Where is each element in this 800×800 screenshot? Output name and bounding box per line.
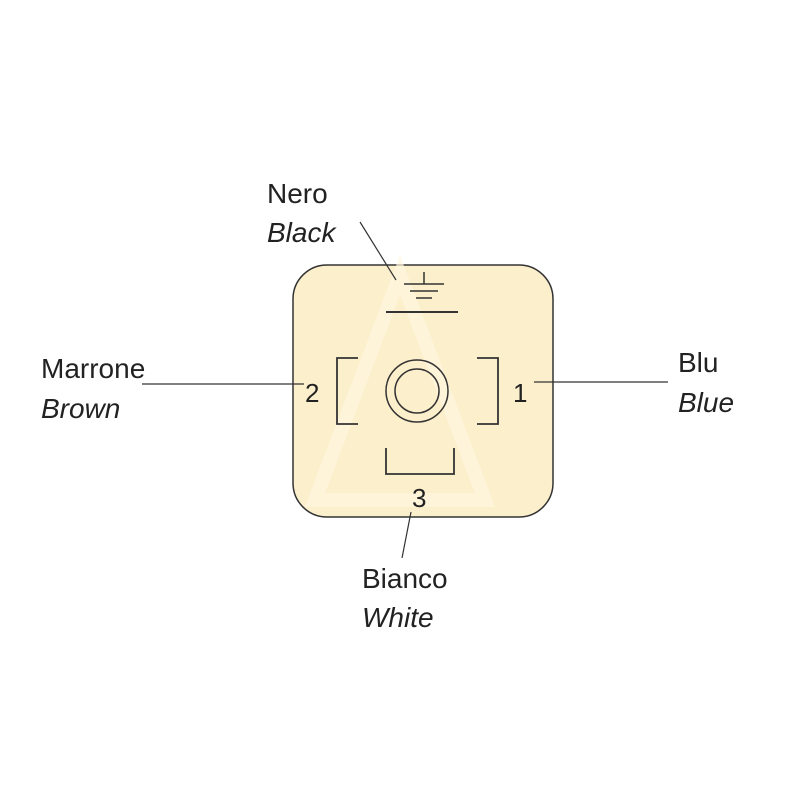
center-pin-inner — [394, 368, 440, 414]
watermark-triangle — [304, 255, 496, 507]
pin1-label-italian: Blu — [678, 347, 718, 378]
pin1-number: 1 — [513, 378, 527, 408]
pin1-label-english: Blue — [678, 387, 734, 418]
pin2-label-italian: Marrone — [41, 353, 145, 384]
pin3-leader-line — [401, 511, 412, 559]
pin3-contact-bracket — [385, 448, 455, 475]
pin3-label-italian: Bianco — [362, 563, 448, 594]
connector-body — [292, 264, 554, 518]
ground-label-english: Black — [267, 217, 337, 248]
pin3-number: 3 — [412, 483, 426, 513]
pin2-number: 2 — [305, 378, 319, 408]
ground-label-italian: Nero — [267, 178, 328, 209]
pin2-contact-bracket — [336, 357, 358, 425]
ground-icon — [386, 272, 458, 313]
pin2-label-english: Brown — [41, 393, 120, 424]
pin3-label-english: White — [362, 602, 434, 633]
ground-leader-line — [359, 221, 397, 281]
pin1-contact-bracket — [477, 357, 499, 425]
center-pin-outer — [385, 359, 449, 423]
